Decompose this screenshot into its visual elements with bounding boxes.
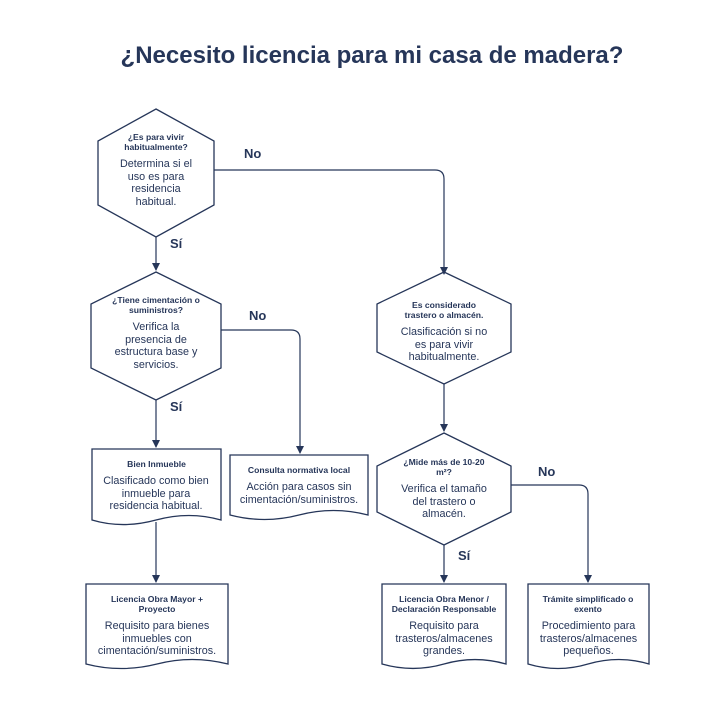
edge-label-metros-no: No xyxy=(538,464,556,479)
node-q-cimentacion-desc: Verifica la presencia de estructura base… xyxy=(114,321,198,371)
node-consulta-title: Consulta normativa local xyxy=(247,465,351,475)
edge-metros-no xyxy=(511,484,592,583)
node-trastero: Es considerado trastero o almacén. Clasi… xyxy=(384,300,504,364)
node-bien-inmueble-title: Bien Inmueble xyxy=(127,459,186,469)
edge-label-metros-si: Sí xyxy=(458,548,471,563)
document-shape-obra-mayor xyxy=(85,583,229,670)
node-consulta-desc: Acción para casos sin cimentación/sumini… xyxy=(239,481,359,506)
node-trastero-desc: Clasificación si no es para vivir habitu… xyxy=(400,326,488,363)
node-q-habitual-title: ¿Es para vivir habitualmente? xyxy=(124,132,188,152)
node-consulta: Consulta normativa local Acción para cas… xyxy=(230,465,368,506)
document-shape-bien-inmueble xyxy=(91,448,222,526)
edge-label-habitual-si: Sí xyxy=(170,236,183,251)
node-q-habitual: ¿Es para vivir habitualmente? Determina … xyxy=(104,132,208,208)
node-bien-inmueble: Bien Inmueble Clasificado como bien inmu… xyxy=(92,459,221,513)
edge-label-cimentacion-si: Sí xyxy=(170,399,183,414)
edge-habitual-no xyxy=(214,169,448,275)
node-obra-menor-title: Licencia Obra Menor / Declaración Respon… xyxy=(391,594,497,614)
edge-cimentacion-no xyxy=(221,329,304,454)
node-q-metros: ¿Mide más de 10-20 m²? Verifica el tamañ… xyxy=(394,457,494,521)
node-q-metros-title: ¿Mide más de 10-20 m²? xyxy=(403,457,485,477)
node-trastero-title: Es considerado trastero o almacén. xyxy=(404,300,484,320)
node-obra-menor-desc: Requisito para trasteros/almacenes grand… xyxy=(395,620,493,657)
node-bien-inmueble-desc: Clasificado como bien inmueble para resi… xyxy=(103,475,209,512)
page-title: ¿Necesito licencia para mi casa de mader… xyxy=(120,42,624,69)
node-q-habitual-desc: Determina si el uso es para residencia h… xyxy=(119,158,192,208)
node-obra-mayor: Licencia Obra Mayor + Proyecto Requisito… xyxy=(88,594,226,658)
node-simplificado-title: Trámite simplificado o exento xyxy=(542,594,634,614)
node-obra-mayor-desc: Requisito para bienes inmuebles con cime… xyxy=(97,620,217,657)
edge-label-cimentacion-no: No xyxy=(249,308,267,323)
node-obra-mayor-title: Licencia Obra Mayor + Proyecto xyxy=(111,594,203,614)
node-simplificado-desc: Procedimiento para trasteros/almacenes p… xyxy=(539,620,638,657)
document-shape-obra-menor xyxy=(381,583,507,670)
node-q-cimentacion-title: ¿Tiene cimentación o suministros? xyxy=(112,295,200,315)
document-shape-simplificado xyxy=(527,583,650,670)
node-obra-menor: Licencia Obra Menor / Declaración Respon… xyxy=(384,594,504,658)
node-simplificado: Trámite simplificado o exento Procedimie… xyxy=(530,594,647,658)
document-shape-consulta xyxy=(229,454,369,521)
edge-label-habitual-no: No xyxy=(244,146,262,161)
node-q-metros-desc: Verifica el tamaño del trastero o almacé… xyxy=(401,483,487,520)
node-q-cimentacion: ¿Tiene cimentación o suministros? Verifi… xyxy=(106,295,206,371)
